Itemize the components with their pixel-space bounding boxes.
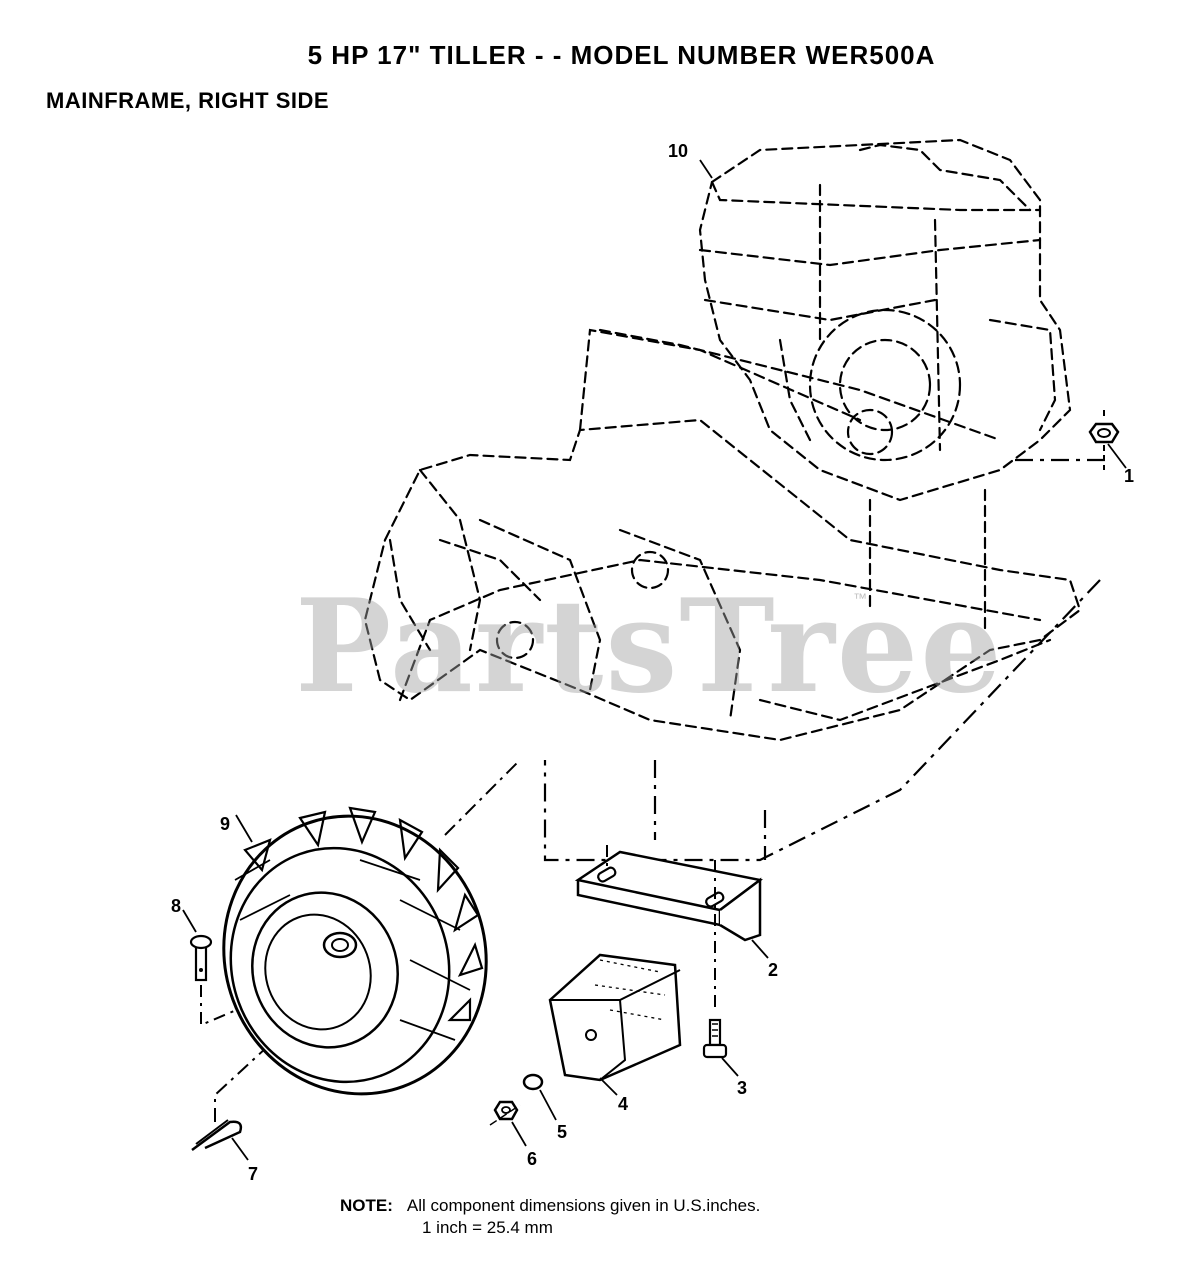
part-7-hairpin: [191, 1034, 281, 1161]
engine-outline: [698, 138, 1072, 502]
watermark-trademark: ™: [853, 590, 867, 606]
callout-8: 8: [171, 896, 181, 916]
part-5-lockwasher: [522, 1073, 557, 1121]
callout-9: 9: [220, 814, 230, 834]
tine-hood-outline: [363, 328, 1082, 742]
callout-10: 10: [668, 141, 688, 161]
callout-5: 5: [557, 1122, 567, 1142]
callout-4: 4: [618, 1094, 628, 1114]
part-9-wheel: [222, 759, 521, 1096]
callout-6: 6: [527, 1149, 537, 1169]
callout-7: 7: [248, 1164, 258, 1184]
part-10-leader: [699, 159, 713, 179]
note-line-2: 1 inch = 25.4 mm: [422, 1218, 553, 1237]
callout-1: 1: [1124, 466, 1134, 486]
note-line-1: All component dimensions given in U.S.in…: [406, 1196, 761, 1215]
part-3-bolt: [702, 1018, 739, 1077]
part-2-bracket: [574, 845, 769, 1010]
frame-centerlines: [543, 458, 1105, 862]
page-title: 5 HP 17" TILLER - - MODEL NUMBER WER500A: [307, 40, 936, 70]
dimension-note: NOTE: All component dimensions given in U…: [340, 1195, 760, 1239]
part-1-nut: [1088, 410, 1127, 470]
part-4-guard: [548, 953, 682, 1096]
note-label: NOTE:: [340, 1196, 393, 1215]
page-subtitle: MAINFRAME, RIGHT SIDE: [46, 88, 330, 113]
watermark-text: PartsTree: [295, 572, 1004, 722]
part-6-nut: [489, 1100, 527, 1147]
callout-3: 3: [737, 1078, 747, 1098]
callout-2: 2: [768, 960, 778, 980]
